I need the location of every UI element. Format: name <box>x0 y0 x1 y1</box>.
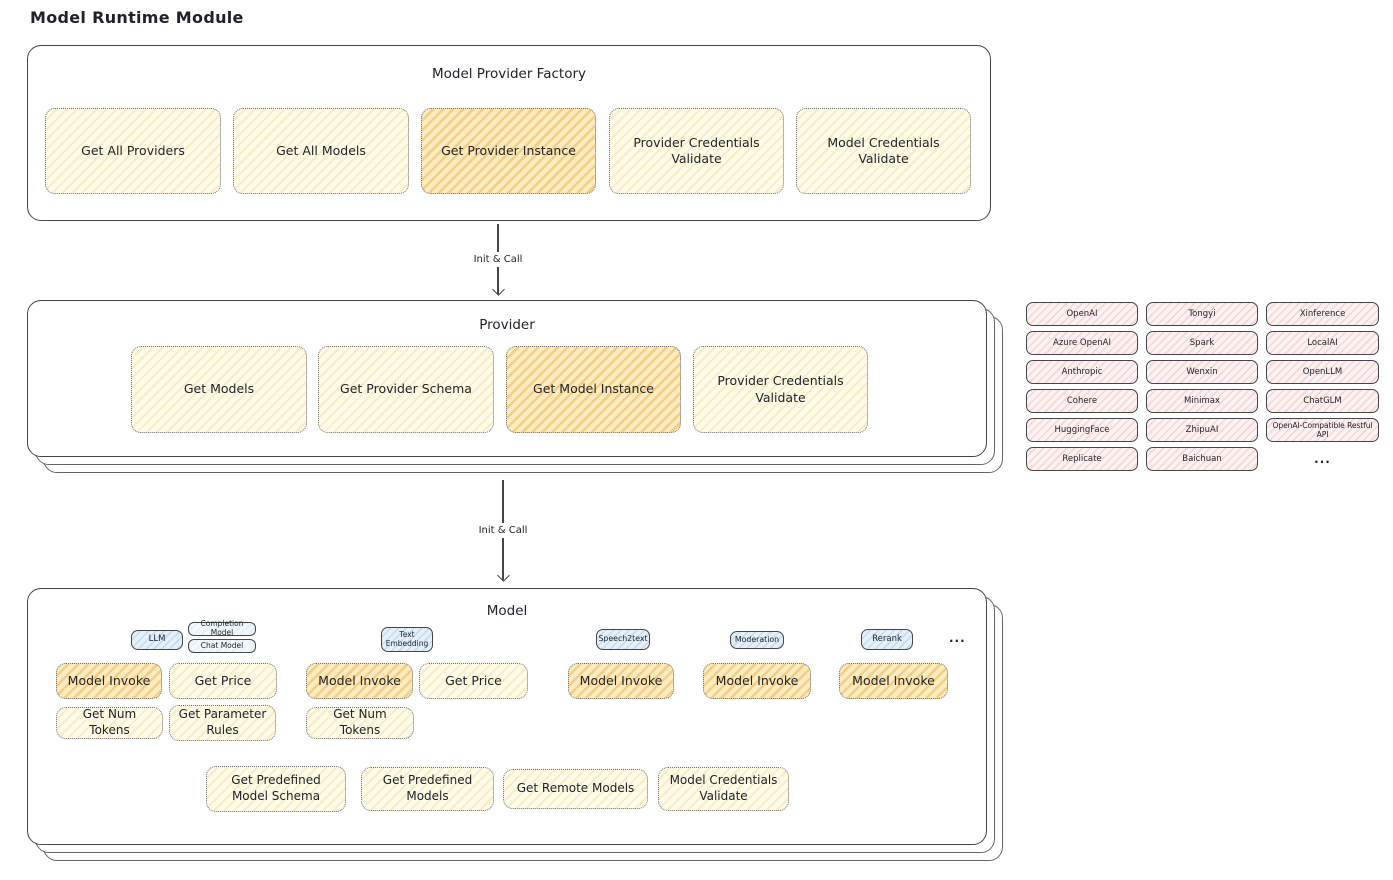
model-box-num-tokens-text-embedding: Get Num Tokens <box>306 707 414 739</box>
model-section: Model LLM Completion Model Chat Model Te… <box>27 588 987 845</box>
provider-chip-zhipuai: ZhipuAI <box>1146 418 1258 442</box>
provider-title: Provider <box>479 317 535 333</box>
factory-box-get-all-providers: Get All Providers <box>45 108 221 194</box>
provider-chip-spark: Spark <box>1146 331 1258 355</box>
arrow-init-call-1: Init & Call <box>438 224 558 296</box>
factory-box-model-credentials-validate: Model Credentials Validate <box>796 108 971 194</box>
provider-chip-azure-openai: Azure OpenAI <box>1026 331 1138 355</box>
provider-chip-wenxin: Wenxin <box>1146 360 1258 384</box>
factory-title: Model Provider Factory <box>431 66 586 82</box>
arrow-line <box>497 224 499 252</box>
provider-chip-xinference: Xinference <box>1266 302 1379 326</box>
model-box-num-tokens-llm: Get Num Tokens <box>56 707 163 739</box>
model-title: Model <box>486 603 528 619</box>
tag-rerank: Rerank <box>861 629 913 650</box>
arrowhead-down-icon <box>496 569 510 582</box>
model-box-invoke-text-embedding: Model Invoke <box>306 663 413 699</box>
factory-box-provider-credentials-validate: Provider Credentials Validate <box>609 108 784 194</box>
arrow-line <box>502 537 504 580</box>
tag-completion-model: Completion Model <box>188 620 256 637</box>
provider-chip-more: ... <box>1314 452 1331 466</box>
model-box-invoke-llm: Model Invoke <box>56 663 162 699</box>
provider-chip-minimax: Minimax <box>1146 389 1258 413</box>
arrow-line <box>497 266 499 294</box>
model-box-get-price-llm: Get Price <box>169 663 277 699</box>
tag-chat-model: Chat Model <box>188 639 256 653</box>
tag-llm: LLM <box>131 630 183 650</box>
provider-chip-anthropic: Anthropic <box>1026 360 1138 384</box>
model-box-get-predefined-models: Get Predefined Models <box>361 767 494 811</box>
tag-speech2text: Speech2text <box>596 629 650 650</box>
provider-box-get-models: Get Models <box>131 346 307 433</box>
provider-chip-baichuan: Baichuan <box>1146 447 1258 471</box>
provider-chip-localai: LocalAI <box>1266 331 1379 355</box>
provider-box-provider-credentials-validate: Provider Credentials Validate <box>693 346 868 433</box>
provider-chip-openai: OpenAI <box>1026 302 1138 326</box>
factory-box-get-all-models: Get All Models <box>233 108 409 194</box>
arrow-label: Init & Call <box>473 253 523 265</box>
provider-chip-replicate: Replicate <box>1026 447 1138 471</box>
provider-chip-tongyi: Tongyi <box>1146 302 1258 326</box>
provider-section: Provider Get Models Get Provider Schema … <box>27 300 987 457</box>
provider-chip-grid: OpenAI Tongyi Xinference Azure OpenAI Sp… <box>1026 302 1379 471</box>
model-box-get-predefined-model-schema: Get Predefined Model Schema <box>206 766 346 812</box>
model-box-get-remote-models: Get Remote Models <box>503 769 648 809</box>
provider-chip-openllm: OpenLLM <box>1266 360 1379 384</box>
arrow-init-call-2: Init & Call <box>443 480 563 582</box>
model-box-parameter-rules: Get Parameter Rules <box>169 705 276 741</box>
model-box-model-credentials-validate: Model Credentials Validate <box>658 767 789 811</box>
arrow-label: Init & Call <box>478 524 528 536</box>
factory-section: Model Provider Factory Get All Providers… <box>27 45 991 221</box>
tag-moderation: Moderation <box>730 631 784 649</box>
model-box-invoke-speech2text: Model Invoke <box>568 663 674 699</box>
provider-chip-cohere: Cohere <box>1026 389 1138 413</box>
model-box-get-price-text-embedding: Get Price <box>419 663 528 699</box>
provider-box-get-provider-schema: Get Provider Schema <box>318 346 494 433</box>
factory-box-get-provider-instance: Get Provider Instance <box>421 108 596 194</box>
provider-box-get-model-instance: Get Model Instance <box>506 346 681 433</box>
model-tags-more: ... <box>949 631 966 645</box>
provider-chip-huggingface: HuggingFace <box>1026 418 1138 442</box>
arrow-line <box>502 480 504 523</box>
page-title: Model Runtime Module <box>30 8 244 27</box>
provider-chip-openai-compatible-restful-api: OpenAI-Compatible Restful API <box>1266 418 1379 442</box>
model-box-invoke-moderation: Model Invoke <box>703 663 811 699</box>
provider-chip-chatglm: ChatGLM <box>1266 389 1379 413</box>
arrowhead-down-icon <box>491 283 505 296</box>
model-box-invoke-rerank: Model Invoke <box>839 663 948 699</box>
tag-text-embedding: Text Embedding <box>381 627 433 652</box>
